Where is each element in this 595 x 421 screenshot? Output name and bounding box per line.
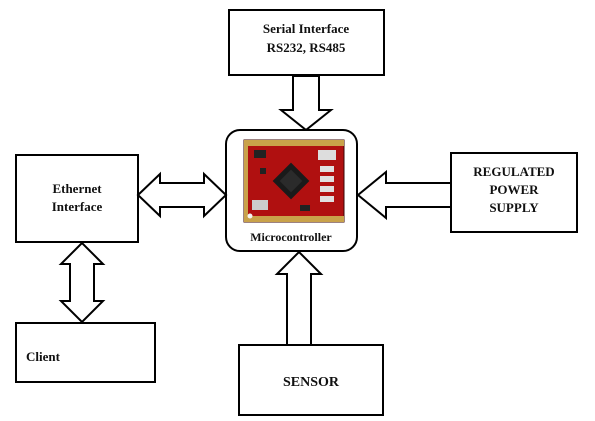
ethernet-interface-line2: Interface [52, 199, 103, 214]
power-to-mcu-arrow [356, 169, 452, 221]
microcontroller-label: Microcontroller [250, 230, 332, 244]
serial-interface-title: Serial Interface [263, 21, 350, 36]
microcontroller-block: Microcontroller [225, 129, 358, 252]
ethernet-client-double-arrow [58, 241, 106, 324]
power-supply-line3: SUPPLY [489, 200, 539, 215]
sensor-block: SENSOR [238, 344, 384, 416]
power-supply-line2: POWER [489, 182, 539, 197]
ethernet-interface-line1: Ethernet [52, 181, 102, 196]
power-supply-line1: REGULATED [473, 164, 554, 179]
client-block: Client [15, 322, 156, 383]
power-supply-block: REGULATED POWER SUPPLY [450, 152, 578, 233]
client-label: Client [26, 349, 61, 364]
ethernet-mcu-double-arrow [136, 171, 228, 219]
microcontroller-board-image [243, 139, 345, 223]
serial-to-mcu-arrow [278, 75, 334, 132]
serial-interface-protocols: RS232, RS485 [267, 40, 346, 55]
serial-interface-block: Serial Interface RS232, RS485 [228, 9, 385, 76]
ethernet-interface-block: Ethernet Interface [15, 154, 139, 243]
sensor-to-mcu-arrow [274, 250, 324, 346]
sensor-label: SENSOR [283, 375, 340, 390]
